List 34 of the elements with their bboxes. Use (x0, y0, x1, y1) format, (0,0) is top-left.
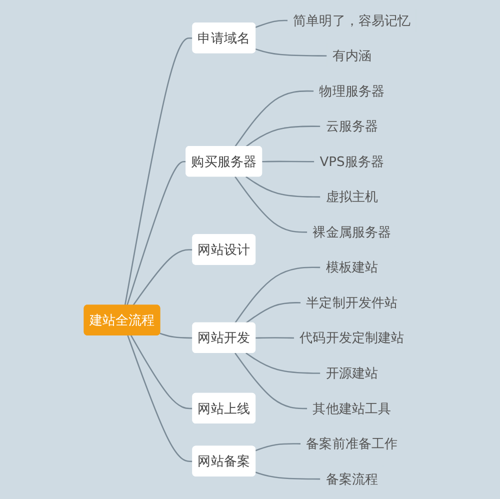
connector (234, 266, 321, 324)
connector (246, 126, 321, 148)
connector (127, 335, 193, 462)
node-text: 裸金属服务器 (312, 224, 392, 240)
connector (255, 472, 321, 480)
connector (124, 38, 193, 306)
node-text: 半定制开发件站 (306, 294, 398, 310)
node-text: 备案前准备工作 (306, 436, 398, 452)
node-text: 代码开发定制建站 (300, 330, 404, 346)
node-text: 开源建站 (326, 365, 378, 381)
connector (132, 249, 193, 306)
connector (256, 337, 295, 339)
connector (234, 90, 314, 147)
connector (262, 160, 315, 162)
node-text: 云服务器 (326, 118, 378, 134)
node-text: 虚拟主机 (326, 188, 378, 204)
node-text: 物理服务器 (319, 82, 385, 99)
connector (246, 352, 321, 374)
node-text: 其他建站工具 (312, 400, 392, 416)
connector (160, 332, 193, 339)
node-text: 模板建站 (326, 259, 378, 275)
connector (246, 302, 302, 324)
connector (255, 443, 302, 452)
connector (126, 160, 186, 306)
connector (246, 176, 321, 198)
connector (234, 352, 308, 410)
node-text: VPS服务器 (320, 153, 384, 170)
connector (255, 20, 288, 28)
node-text: 有内涵 (332, 48, 372, 64)
connector (255, 48, 328, 56)
node-text: 备案流程 (326, 470, 378, 487)
connector (130, 335, 193, 410)
connector (234, 176, 308, 233)
node-text: 简单明了，容易记忆 (293, 12, 411, 28)
